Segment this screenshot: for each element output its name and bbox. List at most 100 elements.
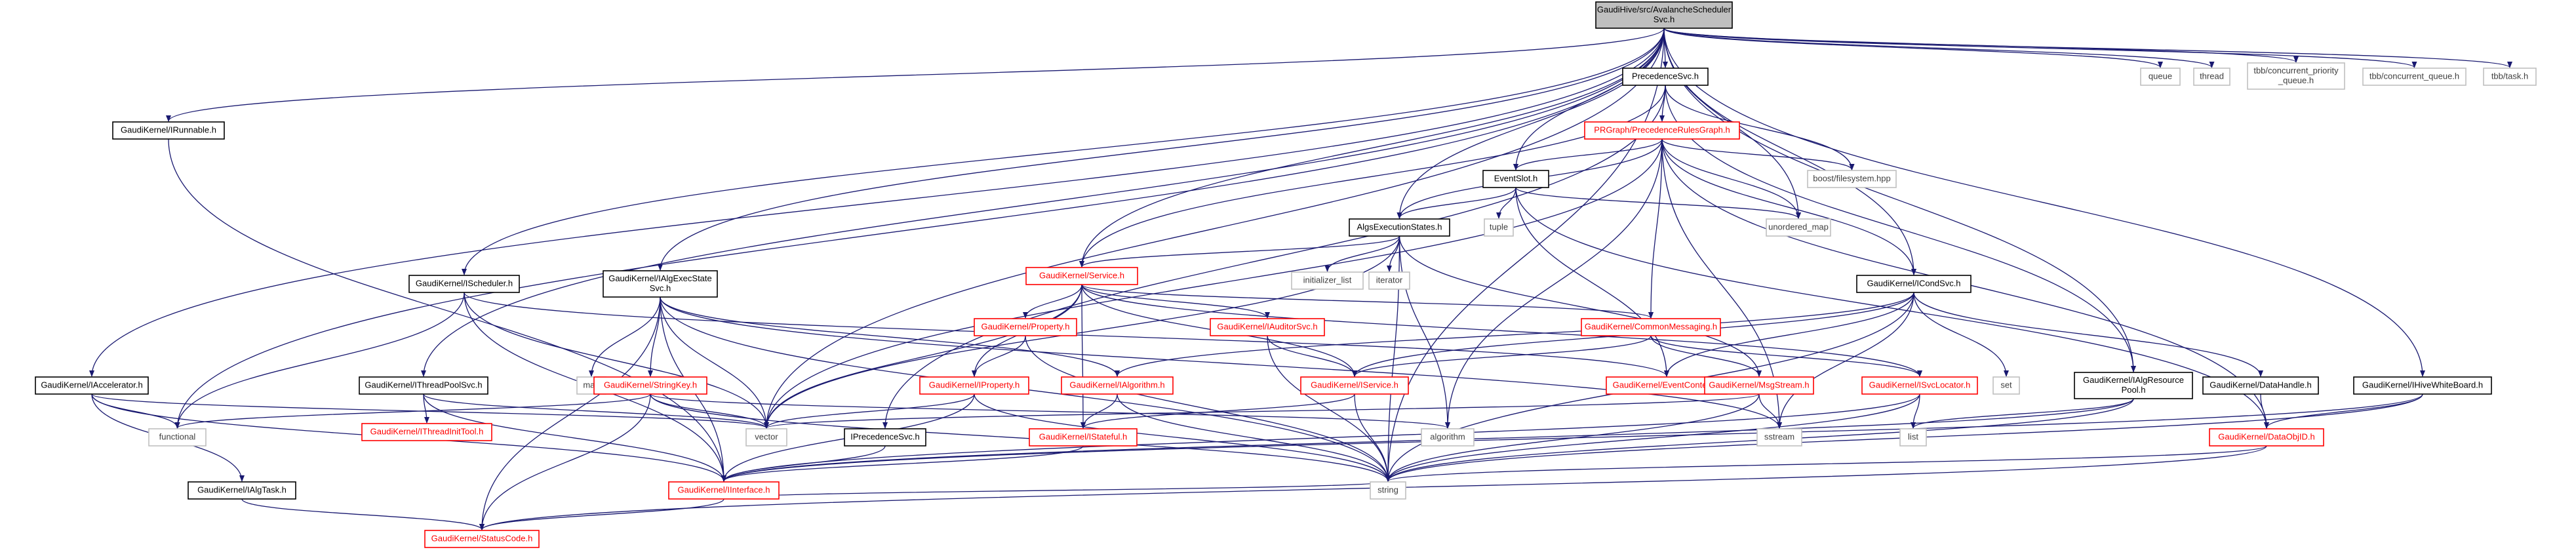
edge-property-to-iproperty	[972, 335, 1026, 377]
node-precsvc[interactable]: PrecedenceSvc.h	[1622, 68, 1709, 86]
node-service[interactable]: GaudiKernel/Service.h	[1025, 267, 1138, 285]
edge-root-to-thread	[1663, 28, 2215, 68]
node-label-dataobjid: GaudiKernel/DataObjID.h	[2218, 431, 2314, 441]
edge-precsvc-to-iprecsvc	[882, 85, 1666, 429]
node-box-tbbprio	[2247, 62, 2345, 90]
node-layer: GaudiHive/src/AvalancheSchedulerSvc.hPre…	[35, 1, 2537, 548]
node-property[interactable]: GaudiKernel/Property.h	[974, 318, 1077, 336]
node-box-queue	[2140, 68, 2181, 86]
node-iaccelerator[interactable]: GaudiKernel/IAccelerator.h	[35, 376, 149, 395]
node-box-property	[974, 318, 1077, 336]
node-box-functional	[148, 428, 207, 447]
edge-prgraph-to-commonmsg	[1648, 138, 1663, 319]
node-box-tbbtask	[2483, 68, 2537, 86]
node-label-eventcontext: GaudiKernel/EventContext.h	[1613, 380, 1721, 389]
node-box-iinterface	[668, 481, 780, 500]
node-algexec[interactable]: AlgsExecutionStates.h	[1349, 218, 1450, 237]
node-label-ialgorithm: GaudiKernel/IAlgorithm.h	[1069, 380, 1164, 389]
node-box-isvclocator	[1861, 376, 1978, 395]
node-commonmsg[interactable]: GaudiKernel/CommonMessaging.h	[1581, 318, 1721, 336]
edge-service-to-property	[1023, 284, 1082, 319]
node-box-ithreadinittool	[361, 423, 492, 441]
node-iservice[interactable]: GaudiKernel/IService.h	[1300, 376, 1409, 395]
node-initlist: initializer_list	[1291, 271, 1364, 290]
node-label-tbbprio: _queue.h	[2278, 75, 2314, 85]
node-label-tbbtask: tbb/task.h	[2491, 71, 2528, 81]
edge-service-to-istateful	[1080, 284, 1086, 429]
node-ithreadpoolsvc[interactable]: GaudiKernel/IThreadPoolSvc.h	[359, 376, 488, 395]
node-datahandle[interactable]: GaudiKernel/DataHandle.h	[2202, 376, 2319, 395]
edge-root-to-ischeduler	[462, 28, 1665, 275]
edge-ialgexecstatesvc-to-ialgorithm	[660, 296, 1120, 377]
edge-ithreadpoolsvc-to-ithreadinittool	[423, 393, 429, 424]
node-set: set	[1992, 376, 2020, 395]
edge-iprecsvc-to-iinterface	[721, 445, 886, 482]
node-box-iservice	[1300, 376, 1409, 395]
edge-icondsvc-to-set	[1913, 292, 2009, 377]
node-ialgtask[interactable]: GaudiKernel/IAlgTask.h	[188, 481, 296, 500]
node-ihivewhiteboard[interactable]: GaudiKernel/IHiveWhiteBoard.h	[2353, 376, 2492, 395]
edge-root-to-ialgexecstatesvc	[658, 28, 1665, 271]
node-irunnable[interactable]: GaudiKernel/IRunnable.h	[112, 121, 225, 140]
node-box-thread	[2193, 68, 2230, 86]
node-istateful[interactable]: GaudiKernel/IStateful.h	[1029, 428, 1138, 447]
node-label-algexec: AlgsExecutionStates.h	[1357, 222, 1442, 231]
edge-commonmsg-to-msgstream	[1650, 335, 1762, 377]
node-statuscode[interactable]: GaudiKernel/StatusCode.h	[424, 530, 540, 548]
edge-root-to-algexec	[1397, 28, 1665, 219]
node-stringkey[interactable]: GaudiKernel/StringKey.h	[593, 376, 707, 395]
node-box-algorithm	[1421, 428, 1475, 447]
edge-eventslot-to-tuple	[1496, 187, 1516, 219]
edge-stringkey-to-string	[650, 393, 1391, 482]
node-msgstream[interactable]: GaudiKernel/MsgStream.h	[1704, 376, 1814, 395]
node-eventslot[interactable]: EventSlot.h	[1482, 170, 1549, 188]
node-algorithm: algorithm	[1421, 428, 1475, 447]
node-label-ialgresourcepool: Pool.h	[2122, 385, 2146, 395]
node-box-iterator	[1368, 271, 1410, 290]
node-ialgorithm[interactable]: GaudiKernel/IAlgorithm.h	[1061, 376, 1174, 395]
node-prgraph[interactable]: PRGraph/PrecedenceRulesGraph.h	[1584, 121, 1740, 140]
edge-ialgresourcepool-to-list	[1911, 398, 2134, 429]
edge-prgraph-to-boostfs	[1661, 138, 1855, 170]
node-iprecsvc[interactable]: IPrecedenceSvc.h	[844, 428, 926, 447]
edge-algexec-to-service	[1079, 235, 1400, 268]
node-box-eventslot	[1482, 170, 1549, 188]
edge-prgraph-to-umap	[1661, 138, 1801, 219]
node-iinterface[interactable]: GaudiKernel/IInterface.h	[668, 481, 780, 500]
edge-root-to-functional	[174, 28, 1665, 429]
node-box-iauditorsvc	[1210, 318, 1325, 336]
node-label-iprecsvc: IPrecedenceSvc.h	[850, 431, 920, 441]
edge-prgraph-to-icondsvc	[1661, 138, 1916, 275]
node-label-iproperty: GaudiKernel/IProperty.h	[929, 380, 1020, 389]
node-icondsvc[interactable]: GaudiKernel/ICondSvc.h	[1856, 275, 1972, 293]
node-ischeduler[interactable]: GaudiKernel/IScheduler.h	[408, 275, 520, 293]
node-isvclocator[interactable]: GaudiKernel/ISvcLocator.h	[1861, 376, 1978, 395]
node-iproperty[interactable]: GaudiKernel/IProperty.h	[919, 376, 1029, 395]
node-label-functional: functional	[159, 431, 196, 441]
node-dataobjid[interactable]: GaudiKernel/DataObjID.h	[2209, 428, 2324, 447]
edge-ialgexecstatesvc-to-statuscode	[479, 296, 661, 530]
node-ithreadinittool[interactable]: GaudiKernel/IThreadInitTool.h	[361, 423, 492, 441]
edge-eventslot-to-eventcontext	[1515, 187, 1669, 377]
edge-prgraph-to-sstream	[1661, 138, 1782, 429]
node-box-datahandle	[2202, 376, 2319, 395]
edge-ialgtask-to-statuscode	[241, 498, 485, 530]
node-umap: unordered_map	[1766, 218, 1831, 237]
node-label-sstream: sstream	[1764, 431, 1794, 441]
edge-prgraph-to-eventslot	[1513, 138, 1663, 170]
edge-root-to-ihivewhiteboard	[1663, 28, 2425, 377]
edge-precsvc-to-ialgresourcepool	[1665, 85, 2136, 372]
node-box-irunnable	[112, 121, 225, 140]
node-box-stringkey	[593, 376, 707, 395]
node-label-list: list	[1908, 431, 1918, 441]
edge-service-to-commonmsg	[1081, 284, 1654, 319]
edge-iaccelerator-to-vector	[91, 393, 769, 429]
edge-icondsvc-to-ialgorithm	[1115, 292, 1914, 377]
node-iauditorsvc[interactable]: GaudiKernel/IAuditorSvc.h	[1210, 318, 1325, 336]
node-box-vector	[745, 428, 787, 447]
edge-msgstream-to-vector	[764, 393, 1760, 429]
